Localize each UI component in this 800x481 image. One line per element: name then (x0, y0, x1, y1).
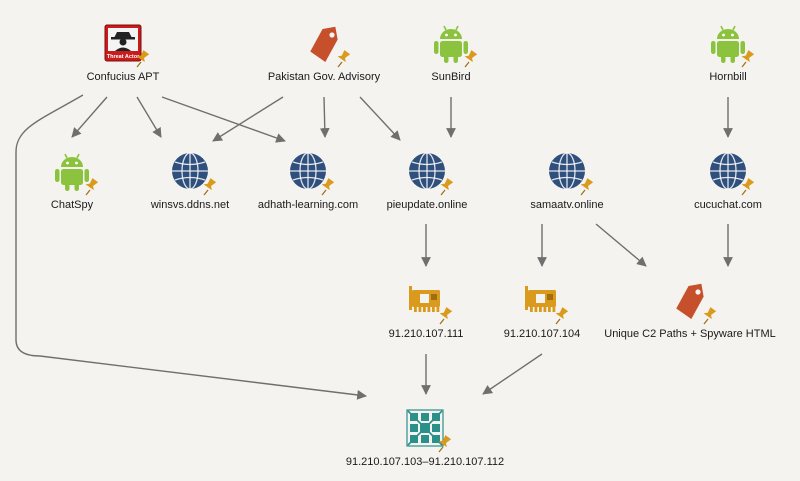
edge-ip104-to-iprange (482, 353, 543, 395)
tag-icon (676, 283, 704, 320)
pin-icon[interactable] (703, 306, 717, 325)
pin-icon[interactable] (136, 49, 150, 68)
edge-confucius-to-iprange (15, 94, 367, 400)
network-card-icon (525, 286, 556, 312)
node-iprange[interactable]: 91.210.107.103–91.210.107.112 (346, 409, 504, 468)
pin-icon[interactable] (438, 434, 452, 453)
node-label: winsvs.ddns.net (150, 199, 229, 211)
edge-pakgov-to-adhath (319, 96, 330, 138)
node-winsvs[interactable]: winsvs.ddns.net (150, 152, 229, 211)
node-label: pieupdate.online (387, 199, 468, 211)
pin-icon[interactable] (741, 49, 755, 68)
node-label: Confucius APT (87, 71, 160, 83)
pin-icon[interactable] (464, 49, 478, 68)
node-label: 91.210.107.111 (389, 328, 464, 340)
network-card-icon (409, 286, 440, 312)
globe-icon (549, 152, 585, 190)
pin-icon[interactable] (85, 177, 99, 196)
pin-icon[interactable] (321, 177, 335, 196)
node-label: samaatv.online (530, 199, 603, 211)
node-label: Unique C2 Paths + Spyware HTML (604, 328, 776, 340)
node-label: SunBird (431, 71, 470, 83)
node-label: 91.210.107.103–91.210.107.112 (346, 456, 504, 468)
globe-icon (409, 152, 445, 190)
threat-actor-badge: Threat Actor (107, 54, 140, 60)
pin-icon[interactable] (439, 306, 453, 325)
node-label: cucuchat.com (694, 199, 762, 211)
node-chatspy[interactable]: ChatSpy (51, 153, 99, 211)
edge-confucius-to-adhath (161, 96, 286, 143)
node-adhath[interactable]: adhath-learning.com (258, 152, 358, 211)
node-pieupdate[interactable]: pieupdate.online (387, 152, 468, 211)
node-label: 91.210.107.104 (504, 328, 580, 340)
node-label: Pakistan Gov. Advisory (268, 71, 381, 83)
node-label: Hornbill (709, 71, 746, 83)
node-ip104[interactable]: 91.210.107.104 (504, 286, 580, 340)
globe-icon (172, 152, 208, 190)
pin-icon[interactable] (580, 177, 594, 196)
node-c2paths[interactable]: Unique C2 Paths + Spyware HTML (604, 283, 776, 340)
node-samaatv[interactable]: samaatv.online (530, 152, 604, 211)
android-icon (711, 25, 745, 63)
node-hornbill[interactable]: Hornbill (709, 25, 755, 83)
node-cucuchat[interactable]: cucuchat.com (694, 152, 762, 211)
node-label: adhath-learning.com (258, 199, 358, 211)
android-icon (55, 153, 89, 191)
edge-confucius-to-winsvs (136, 96, 162, 138)
node-sunbird[interactable]: SunBird (431, 25, 478, 83)
pin-icon[interactable] (440, 177, 454, 196)
edge-pakgov-to-winsvs (212, 96, 284, 142)
pin-icon[interactable] (555, 306, 569, 325)
android-icon (434, 25, 468, 63)
edge-samaatv-to-c2paths (595, 223, 647, 267)
edge-pakgov-to-pieupdate (359, 96, 401, 141)
edge-confucius-to-chatspy (71, 96, 108, 138)
tag-icon (310, 26, 338, 63)
globe-icon (710, 152, 746, 190)
globe-icon (290, 152, 326, 190)
node-label: ChatSpy (51, 199, 94, 211)
edges-layer (15, 94, 733, 400)
node-pakgov[interactable]: Pakistan Gov. Advisory (268, 26, 381, 83)
pin-icon[interactable] (741, 177, 755, 196)
node-ip111[interactable]: 91.210.107.111 (389, 286, 464, 340)
netblock-icon (406, 409, 444, 447)
pin-icon[interactable] (203, 177, 217, 196)
threat-actor-icon: Threat Actor (104, 24, 142, 62)
pin-icon[interactable] (337, 49, 351, 68)
